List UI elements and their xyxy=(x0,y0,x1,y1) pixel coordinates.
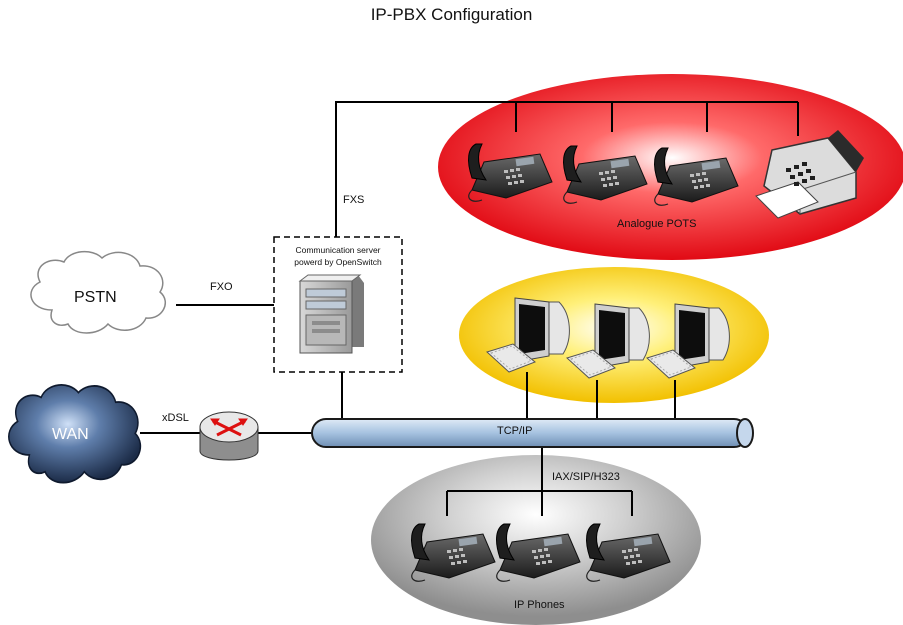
page-title: IP-PBX Configuration xyxy=(370,5,533,24)
server-box xyxy=(273,236,403,373)
xdsl-label: xDSL xyxy=(162,412,189,424)
server-label-line1: Communication server xyxy=(295,245,381,255)
ip-phones-label: IP Phones xyxy=(514,599,565,611)
pstn-label: PSTN xyxy=(74,289,117,306)
fax-machine-icon xyxy=(755,130,864,219)
analogue-pots-label: Analogue POTS xyxy=(617,218,697,230)
server-icon xyxy=(298,274,364,354)
wan-label: WAN xyxy=(52,426,89,443)
router-icon xyxy=(199,411,259,461)
protocols-label: IAX/SIP/H323 xyxy=(552,471,620,483)
fxo-label: FXO xyxy=(210,281,233,293)
fxs-label: FXS xyxy=(343,194,365,206)
tcpip-label: TCP/IP xyxy=(497,425,533,437)
tcpip-backbone xyxy=(311,418,754,448)
server-label-line2: powerd by OpenSwitch xyxy=(294,257,382,267)
fxs-link xyxy=(335,101,798,237)
